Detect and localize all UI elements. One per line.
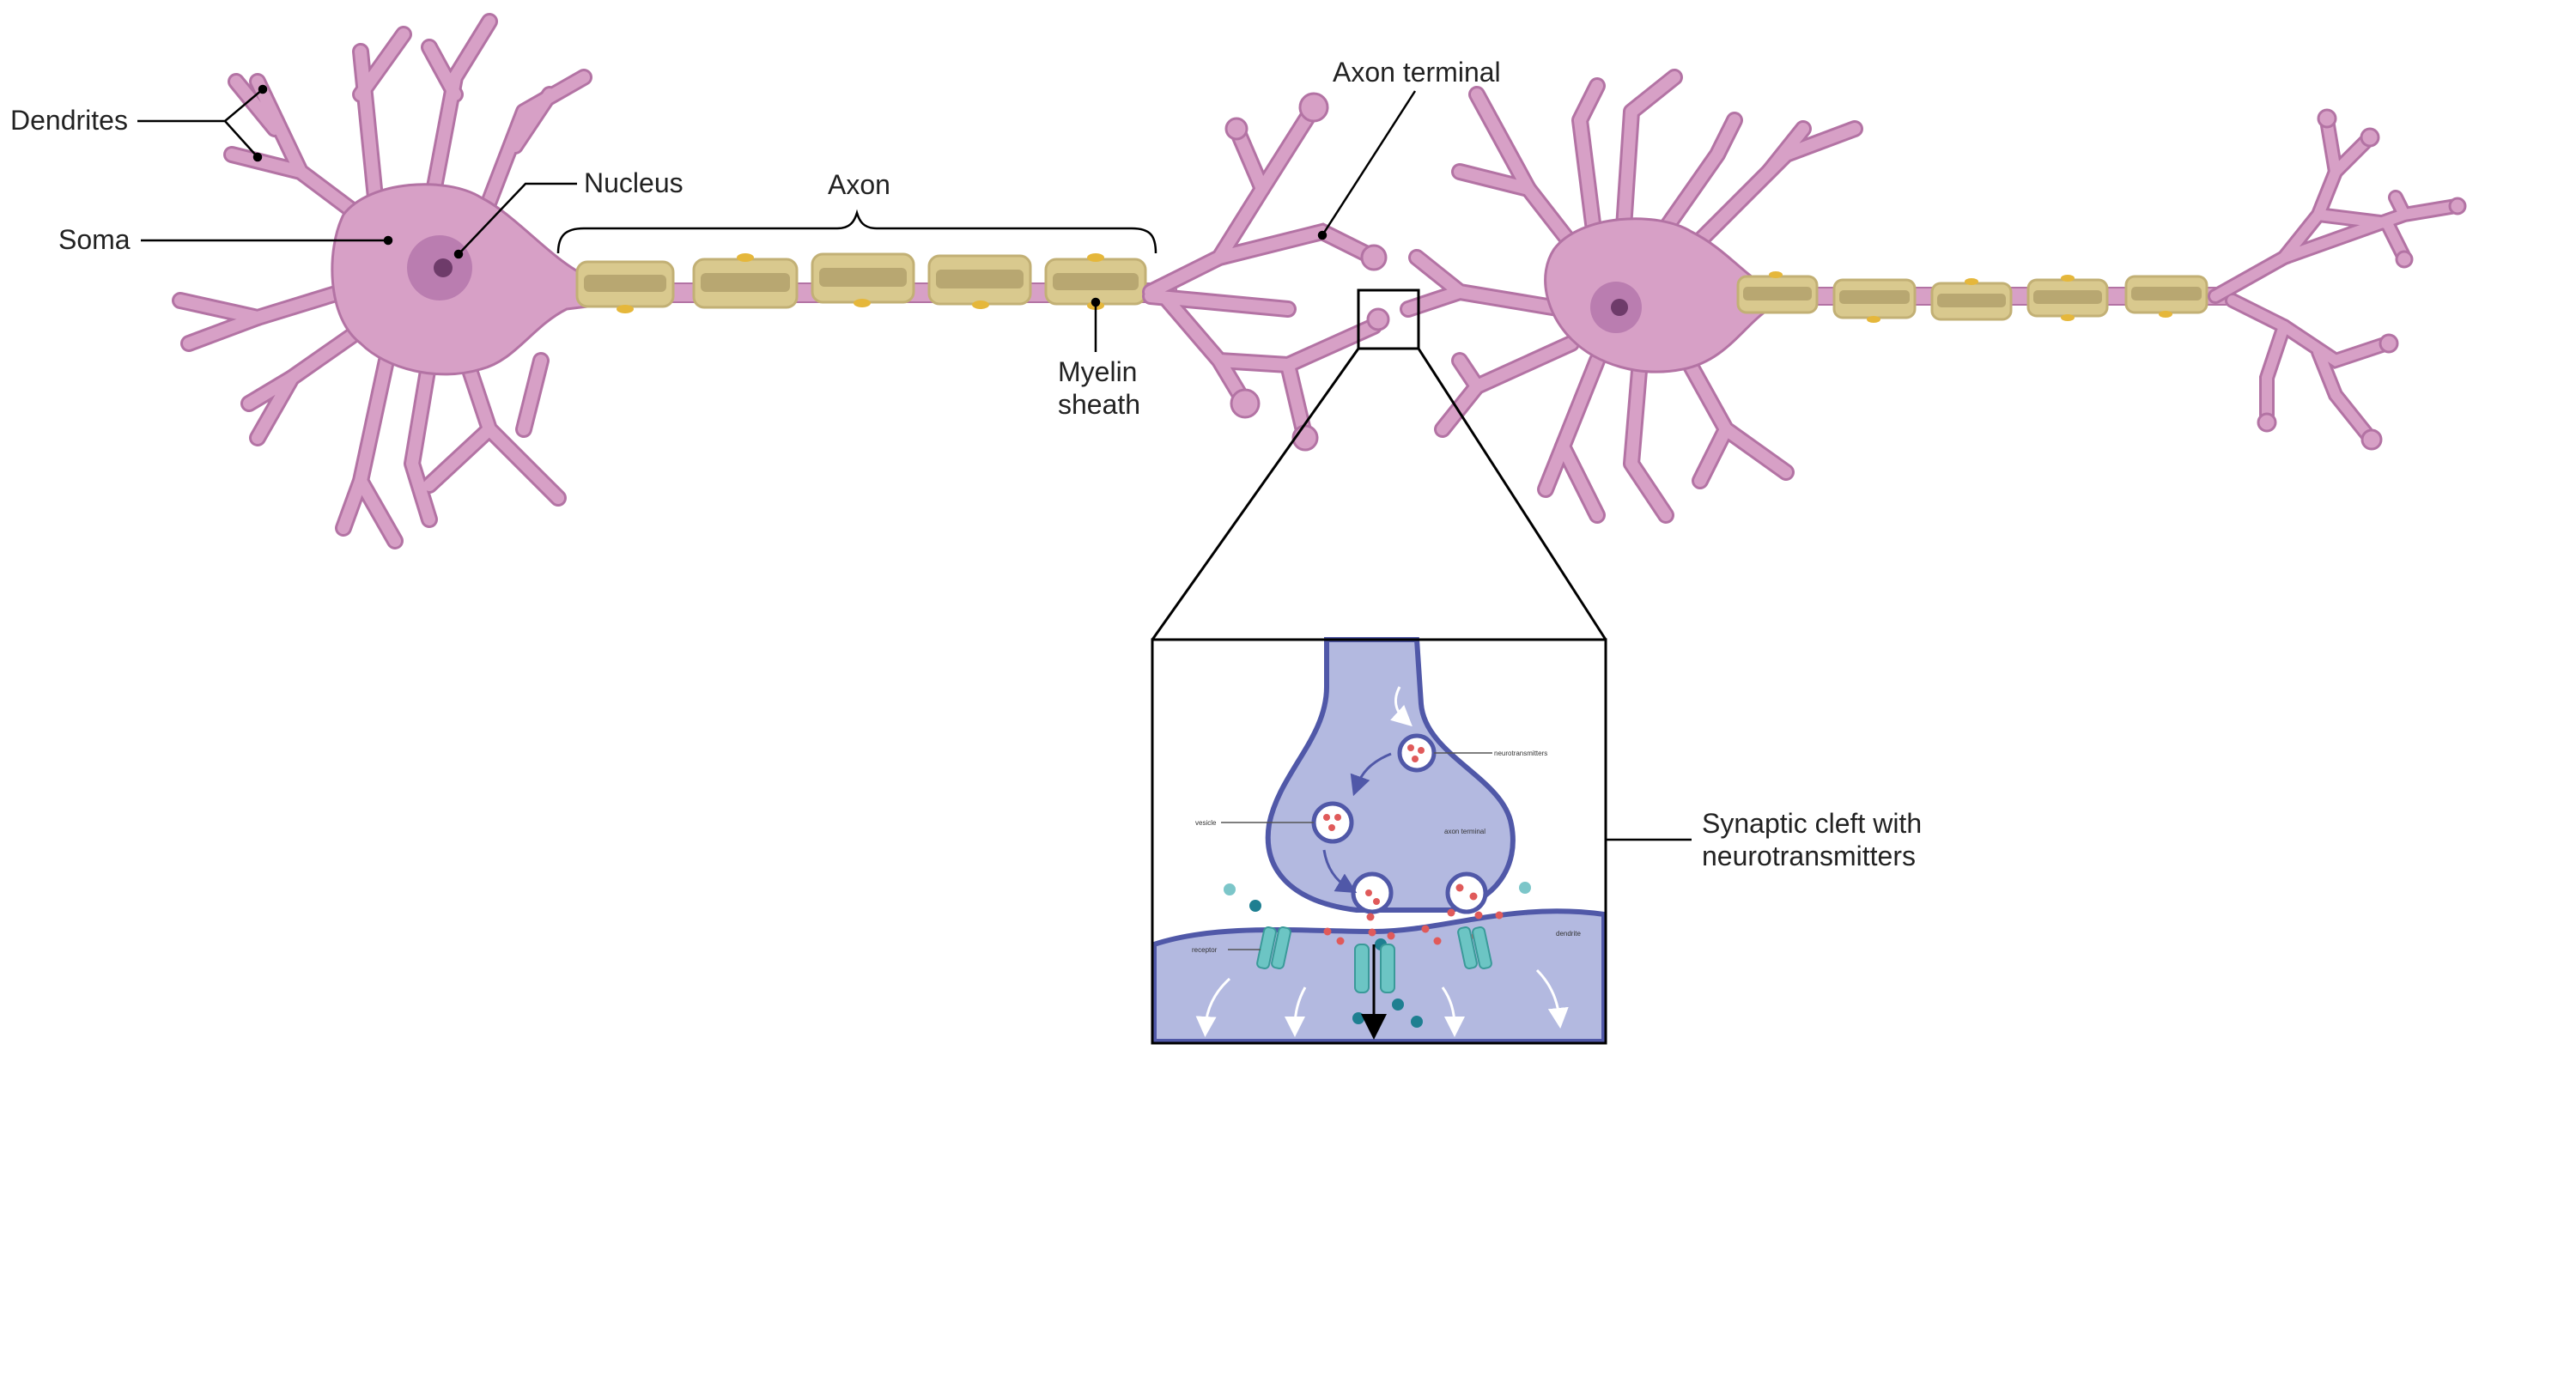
inset-label-neurotransmitters: neurotransmitters (1494, 750, 1547, 757)
axon-terminal-leader (1321, 90, 1417, 236)
nucleus-leader (458, 182, 577, 255)
receptor-right (1457, 926, 1478, 970)
label-axon: Axon (828, 169, 890, 200)
first-myelin-sheath (575, 252, 1147, 313)
second-myelin-sheath (1736, 271, 2208, 323)
zoom-indicator (1151, 288, 1607, 640)
vesicle-fusing-right (1445, 871, 1488, 914)
second-neuron (1400, 69, 2233, 524)
inset-label-vesicle: vesicle (1195, 819, 1217, 827)
leader-lines (137, 84, 1692, 841)
inset-label-dendrite: dendrite (1556, 930, 1581, 938)
inset-label-axon-terminal: axon terminal (1444, 828, 1485, 835)
receptors (1256, 926, 1492, 993)
label-myelin-line1: Myelin (1058, 356, 1137, 387)
label-synaptic-line2: neurotransmitters (1702, 841, 1916, 871)
label-nucleus: Nucleus (584, 167, 683, 198)
released-neurotransmitters (1323, 883, 1504, 945)
inset-frame (1151, 638, 1607, 1045)
vesicle-contents (1323, 744, 1425, 905)
myelin-segment (927, 254, 1032, 309)
first-axon-terminal (1142, 92, 1390, 452)
receptor-center (1354, 944, 1370, 993)
label-synaptic-line1: Synaptic cleft with (1702, 808, 1922, 839)
inset-flow-arrows (1195, 686, 1569, 1037)
label-soma: Soma (58, 224, 131, 255)
label-myelin-line2: sheath (1058, 389, 1140, 420)
myelin-segment (1044, 253, 1147, 310)
first-neuron-dendrites-fill (174, 15, 590, 547)
synapse-inset: neurotransmitters vesicle axon terminal … (1151, 637, 1607, 1045)
ions (1224, 882, 1531, 1028)
myelin-segment (1736, 271, 1819, 314)
myelin-segment (1832, 278, 1917, 323)
myelin-segment (2026, 275, 2109, 321)
myelin-segment (1930, 278, 2013, 321)
dendrites-leader (137, 88, 264, 158)
postsynaptic-dendrite (1151, 908, 1607, 1044)
inset-leader-lines (1221, 752, 1492, 950)
second-soma (1544, 217, 1771, 373)
vesicle-top (1397, 733, 1437, 773)
inset-label-receptor: receptor (1192, 946, 1218, 954)
receptor-left (1256, 926, 1277, 970)
vesicle-mid (1311, 801, 1354, 844)
myelin-segment (575, 260, 675, 313)
axon-brace (556, 209, 1157, 254)
second-axon-terminal (2208, 108, 2467, 451)
label-dendrites: Dendrites (10, 105, 128, 136)
myelin-segment (811, 252, 915, 307)
first-nucleus-inner (434, 258, 453, 277)
zoom-source-box (1357, 288, 1420, 350)
myelin-segment (2124, 275, 2208, 318)
myelin-segment (692, 253, 799, 309)
label-axon-terminal: Axon terminal (1333, 57, 1501, 88)
second-nucleus-inner (1611, 299, 1628, 316)
